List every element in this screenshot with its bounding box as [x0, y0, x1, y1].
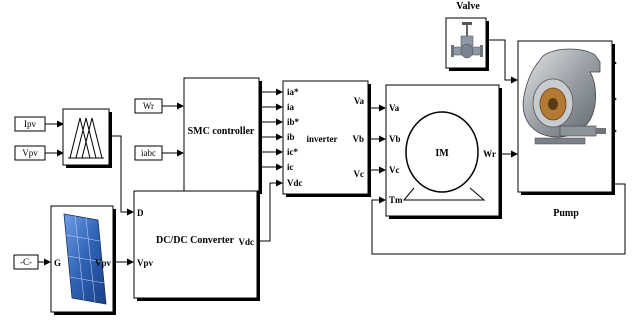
inverter-port-ia-star: ia*: [287, 87, 299, 97]
inverter-block[interactable]: ia* ia ib* ib ic* ic Vdc inverter Va Vb …: [282, 80, 371, 197]
induction-motor-block[interactable]: IM Va Vb Vc Tm Wr: [385, 84, 502, 219]
wire-fuzzy-to-d: [109, 135, 134, 216]
motor-in-va: Va: [389, 103, 400, 113]
motor-out-wr: Wr: [483, 149, 496, 159]
inverter-port-ic: ic: [287, 162, 294, 172]
inverter-port-ia: ia: [287, 102, 295, 112]
wr-input-block[interactable]: Wr: [134, 98, 163, 114]
converter-label: DC/DC Converter: [156, 235, 235, 246]
inverter-port-ib: ib: [287, 132, 295, 142]
ipv-input-label: Ipv: [24, 119, 36, 129]
constant-label: -C-: [20, 257, 32, 267]
valve-block[interactable]: [445, 17, 489, 71]
motor-in-vb: Vb: [389, 134, 401, 144]
pv-in-g: G: [54, 258, 61, 268]
wire-tm-feedback: [371, 183, 626, 255]
iabc-input-label: iabc: [141, 148, 156, 158]
fuzzy-logic-block[interactable]: [62, 108, 112, 168]
wr-input-label: Wr: [143, 101, 154, 111]
membership-functions-icon: [68, 117, 104, 159]
motor-in-tm: Tm: [389, 195, 403, 205]
wires: [38, 39, 626, 266]
vpv-input-block[interactable]: Vpv: [14, 145, 46, 161]
pump-block[interactable]: [517, 40, 617, 195]
solar-panel-icon: [63, 213, 107, 305]
inverter-port-ic-star: ic*: [287, 147, 298, 157]
inverter-port-ib-star: ib*: [287, 117, 300, 127]
motor-icon: [402, 111, 486, 201]
wire-vdc: [257, 179, 283, 242]
pv-out-vpv: Vpv: [95, 258, 112, 268]
inverter-port-vdc: Vdc: [287, 178, 303, 188]
motor-label: IM: [435, 148, 449, 159]
dcdc-converter-block[interactable]: D Vpv DC/DC Converter Vdc: [133, 190, 260, 301]
constant-block[interactable]: -C-: [13, 254, 39, 270]
iabc-input-block[interactable]: iabc: [134, 145, 163, 161]
inverter-label: inverter: [307, 134, 338, 144]
converter-in-d: D: [137, 208, 144, 218]
ipv-input-block[interactable]: Ipv: [14, 116, 46, 132]
smc-controller-block[interactable]: SMC controller: [183, 77, 262, 194]
smc-controller-label: SMC controller: [188, 126, 255, 137]
centrifugal-pump-icon: [522, 48, 606, 145]
inverter-out-vb: Vb: [352, 134, 364, 144]
vpv-input-label: Vpv: [22, 148, 38, 158]
pump-label: Pump: [553, 208, 579, 219]
valve-label: Valve: [456, 1, 480, 12]
converter-in-vpv: Vpv: [137, 258, 154, 268]
wire-valve-pump: [487, 39, 518, 84]
inverter-out-va: Va: [354, 96, 365, 106]
converter-out-vdc: Vdc: [239, 237, 255, 247]
valve-handwheel-icon: [462, 22, 472, 25]
motor-in-vc: Vc: [389, 165, 400, 175]
inverter-out-vc: Vc: [354, 169, 365, 179]
pv-panel-block[interactable]: G Vpv: [50, 205, 116, 315]
